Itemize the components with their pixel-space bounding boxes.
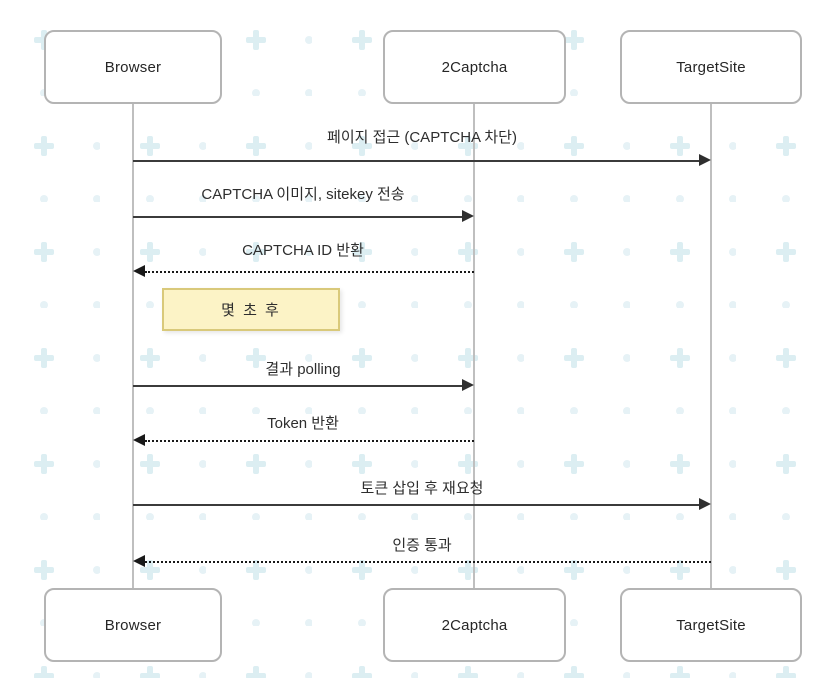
lifeline-twocaptcha: [473, 104, 475, 588]
message-line-6: [133, 504, 699, 506]
actor-label-targetsite-top: TargetSite: [676, 58, 746, 76]
actor-box-twocaptcha-bottom[interactable]: 2Captcha: [383, 588, 566, 662]
actor-label-targetsite-bottom: TargetSite: [676, 616, 746, 634]
message-label-7: 인증 통과: [392, 537, 452, 554]
actor-label-browser-bottom: Browser: [104, 616, 162, 634]
message-label-3: CAPTCHA ID 반환: [242, 242, 364, 259]
actor-label-twocaptcha-bottom: 2Captcha: [441, 616, 508, 634]
message-label-1: 페이지 접근 (CAPTCHA 차단): [327, 129, 517, 146]
message-line-7: [145, 561, 711, 563]
message-arrowhead-1: [699, 154, 711, 166]
note-box-delay: 몇 초 후: [162, 288, 340, 331]
message-line-4: [133, 385, 462, 387]
message-arrowhead-4: [462, 379, 474, 391]
actor-box-targetsite-bottom[interactable]: TargetSite: [620, 588, 802, 662]
actor-box-browser-bottom[interactable]: Browser: [44, 588, 222, 662]
actor-label-twocaptcha-top: 2Captcha: [441, 58, 508, 76]
actor-box-browser-top[interactable]: Browser: [44, 30, 222, 104]
message-arrowhead-2: [462, 210, 474, 222]
lifeline-targetsite: [710, 104, 712, 588]
message-label-5: Token 반환: [267, 415, 339, 432]
message-arrowhead-5: [133, 434, 145, 446]
actor-box-targetsite-top[interactable]: TargetSite: [620, 30, 802, 104]
message-label-6: 토큰 삽입 후 재요청: [360, 480, 484, 497]
message-arrowhead-3: [133, 265, 145, 277]
message-label-4: 결과 polling: [265, 361, 341, 378]
message-line-1: [133, 160, 699, 162]
actor-box-twocaptcha-top[interactable]: 2Captcha: [383, 30, 566, 104]
message-line-5: [145, 440, 474, 442]
actor-label-browser-top: Browser: [104, 58, 162, 76]
message-label-2: CAPTCHA 이미지, sitekey 전송: [201, 186, 405, 203]
message-line-2: [133, 216, 462, 218]
message-arrowhead-6: [699, 498, 711, 510]
message-arrowhead-7: [133, 555, 145, 567]
message-line-3: [145, 271, 474, 273]
lifeline-browser: [132, 104, 134, 588]
note-text-delay: 몇 초 후: [221, 302, 281, 319]
